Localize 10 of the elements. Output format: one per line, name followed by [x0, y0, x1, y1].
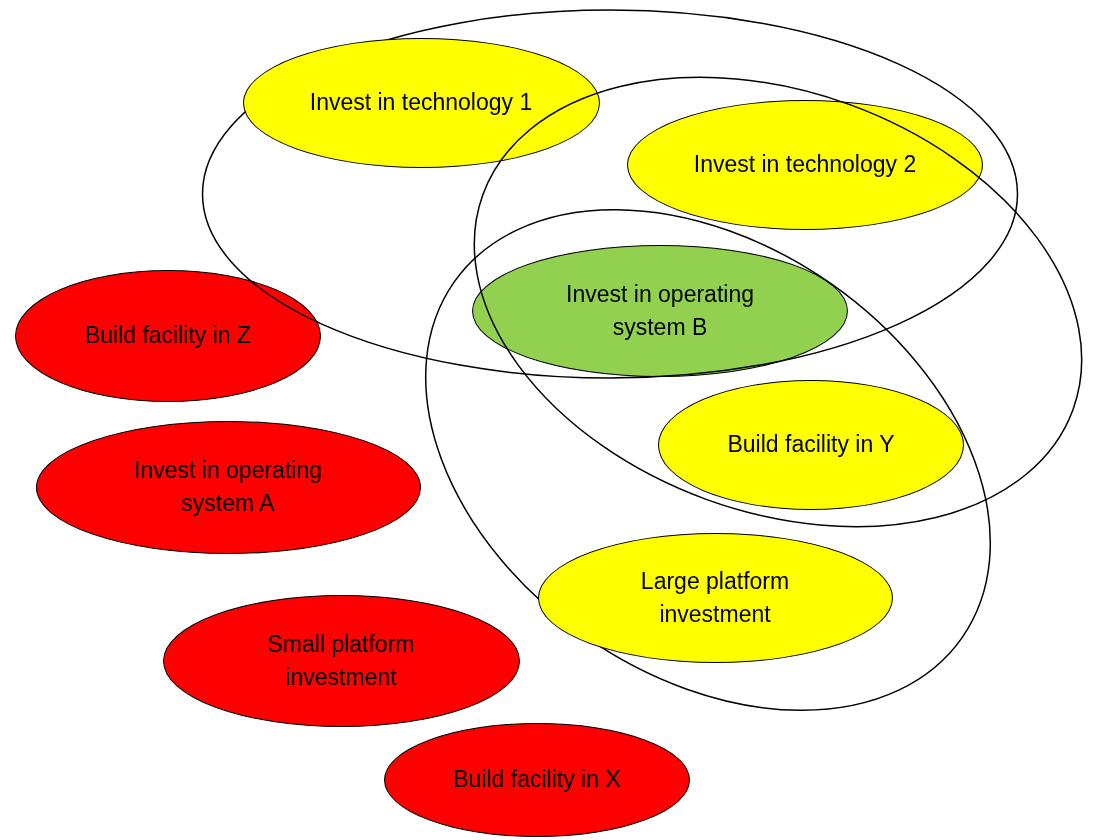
node-label: Invest in technology 2 — [693, 150, 917, 180]
node-label: Invest in operating system A — [133, 455, 323, 518]
node-label: Build facility in Y — [727, 430, 895, 460]
node-label: Build facility in X — [453, 765, 621, 795]
node-label: Build facility in Z — [84, 321, 252, 351]
node-label: Small platform investment — [266, 629, 416, 692]
ellipse-outline — [425, 209, 991, 711]
node-label: Invest in operating system B — [565, 279, 755, 342]
node-label: Invest in technology 1 — [309, 88, 533, 118]
node-label: Large platform investment — [639, 566, 791, 629]
